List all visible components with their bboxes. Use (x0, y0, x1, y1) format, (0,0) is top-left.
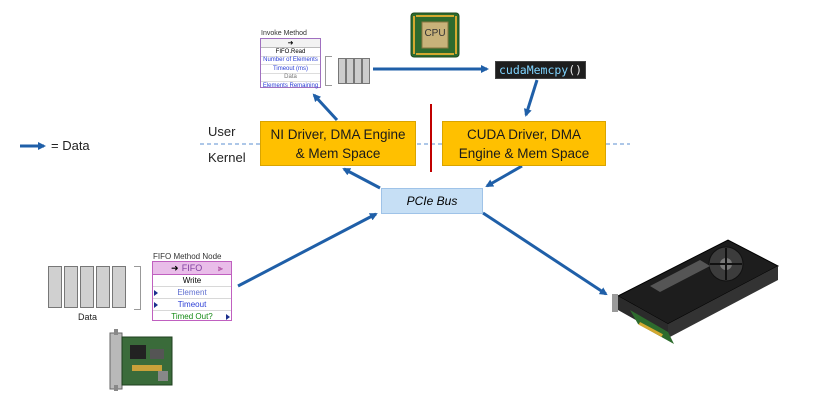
ni-driver-line1: NI Driver, DMA Engine (270, 126, 406, 142)
fifo-header-label: FIFO (181, 263, 203, 273)
fifo-arrow-icon: ➜ (171, 262, 179, 273)
gpu-card-image (610, 236, 782, 348)
fifo-row-element: Element (177, 288, 207, 297)
invoke-row-elements-remaining: Elements Remaining (262, 82, 319, 89)
cpu-chip-icon: CPU (410, 12, 460, 58)
fpga-data-buffer (48, 266, 130, 308)
host-data-buffer (338, 58, 370, 84)
fifo-row-timed-out: Timed Out? (171, 312, 213, 321)
fifo-row-timeout: Timeout (177, 300, 207, 309)
ni-driver-line2: & Mem Space (295, 145, 381, 161)
arrow-pcie-to-ni (342, 167, 381, 190)
ni-driver-box: NI Driver, DMA Engine & Mem Space (260, 121, 416, 166)
pcie-bus-box: PCIe Bus (381, 188, 483, 214)
cudamemcpy-name: cudaMemcpy (499, 63, 569, 77)
fifo-timeout-terminal-icon (154, 302, 158, 308)
fifo-element-terminal-icon (154, 290, 158, 296)
invoke-row-timeout: Timeout (ms) (272, 65, 309, 72)
arrow-cuda-to-pcie (485, 164, 523, 188)
cpu-label: CPU (424, 28, 446, 39)
invoke-row-data: Data (284, 74, 297, 81)
fifo-row-write: Write (182, 276, 202, 285)
cuda-driver-line1: CUDA Driver, DMA (466, 126, 581, 142)
cuda-driver-line2: Engine & Mem Space (458, 145, 590, 161)
cuda-driver-box: CUDA Driver, DMA Engine & Mem Space (442, 121, 606, 166)
kernel-layer-label: Kernel (208, 150, 246, 165)
fpga-data-label: Data (78, 312, 98, 322)
cudamemcpy-parens: () (568, 63, 583, 77)
fpga-bracket-icon (134, 266, 141, 310)
invoke-row-fifo-read: FIFO.Read (275, 48, 306, 55)
fifo-node-title: FIFO Method Node (153, 252, 222, 261)
fifo-method-node: ➜ FIFO ⫸ Write Element Timeout Timed Out… (152, 261, 232, 321)
arrow-pcie-to-gpu (482, 211, 608, 296)
user-layer-label: User (208, 124, 236, 139)
fifo-pins-icon: ⫸ (217, 262, 223, 273)
fifo-timedout-terminal-icon (226, 314, 230, 320)
arrow-cudamemcpy-to-cuda (523, 79, 539, 117)
cudamemcpy-call: cudaMemcpy() (495, 61, 587, 79)
arrow-ni-to-host (312, 93, 339, 122)
invoke-row-num-elements: Number of Elements (263, 57, 318, 64)
legend-label: = Data (51, 138, 90, 153)
invoke-arrow-icon: ➜ (287, 40, 294, 47)
invoke-method-title: Invoke Method (261, 30, 307, 37)
invoke-bracket-icon (325, 56, 332, 86)
invoke-method-node: ➜ FIFO.Read Number of Elements Timeout (… (260, 38, 321, 89)
fpga-card-image (108, 327, 178, 393)
arrow-fifo-to-pcie (237, 212, 378, 288)
